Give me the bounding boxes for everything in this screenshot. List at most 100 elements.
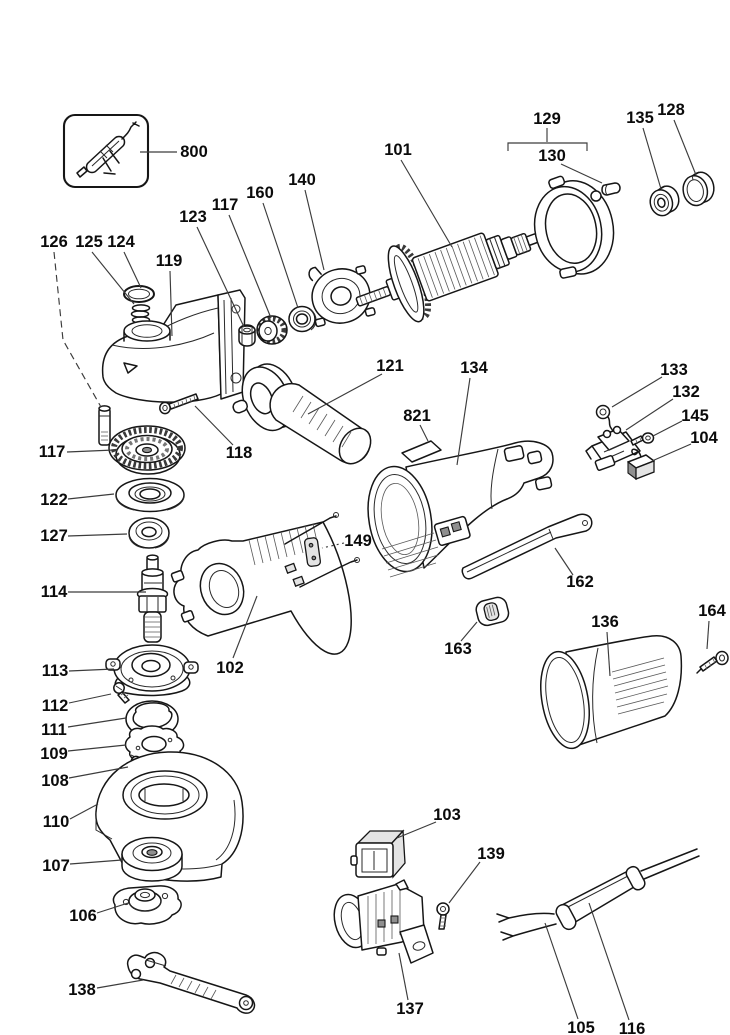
part-number-113-32: 113 xyxy=(42,662,69,680)
field-coil-drawing-geom-158 xyxy=(292,575,305,587)
part-number-119-4: 119 xyxy=(156,252,183,270)
flange-122-drawing-geom-196 xyxy=(134,486,166,502)
bearing-housing-drawing-geom-222 xyxy=(183,661,199,674)
leader-line-113-32 xyxy=(68,668,115,672)
armature-drawing-geom-63 xyxy=(359,287,387,306)
switch-housing-drawing-geom-291 xyxy=(377,919,386,928)
part-number-160-7: 160 xyxy=(246,184,274,202)
lock-lever-drawing-geom-149 xyxy=(466,528,554,573)
lubricant-applicator-drawing-geom-3 xyxy=(85,135,126,174)
leader-line-117-6 xyxy=(228,214,272,319)
cord-protector-drawing-geom-303-geom-304 xyxy=(555,903,577,931)
part-number-124-3: 124 xyxy=(107,233,135,251)
gear-case-drawing xyxy=(101,289,246,403)
part-number-821-16: 821 xyxy=(403,407,431,425)
motor-housing-drawing xyxy=(367,440,554,578)
leader-line-130-11 xyxy=(560,163,603,184)
part-number-132-18: 132 xyxy=(672,383,700,401)
screw-118-drawing-geom-37 xyxy=(173,395,196,409)
screw-164-drawing xyxy=(696,650,729,674)
part-number-800-0: 800 xyxy=(180,143,208,161)
end-cap-drawing-geom-177 xyxy=(611,657,669,715)
part-number-139-42: 139 xyxy=(477,845,505,863)
leader-line-163-29 xyxy=(460,621,478,642)
brush-spring-drawing-geom-126 xyxy=(599,408,607,416)
fan-baffle-drawing-geom-55 xyxy=(321,277,361,315)
callout-bracket-129 xyxy=(507,142,588,151)
clamp-nut-drawing xyxy=(112,885,182,925)
lock-lever-drawing-geom-147 xyxy=(461,513,593,580)
lubricant-applicator-drawing-geom-4 xyxy=(91,140,120,167)
motor-housing-drawing-geom-119-geom-121 xyxy=(439,526,451,538)
screw-164-drawing-geom-179 xyxy=(715,650,729,666)
part-number-110-37: 110 xyxy=(43,813,70,831)
leader-line-125-2 xyxy=(91,251,135,305)
wrench-drawing-geom-269 xyxy=(130,968,142,980)
spindle-drawing xyxy=(136,554,169,643)
label-plate-drawing xyxy=(401,440,442,463)
screw-118-drawing-geom-36 xyxy=(168,393,199,410)
side-handle-drawing-geom-100-geom-104 xyxy=(232,399,248,414)
screw-118-drawing-geom-35 xyxy=(162,404,168,412)
wrench-drawing-geom-271 xyxy=(243,1000,249,1006)
clamp-nut-drawing-geom-264 xyxy=(140,891,150,899)
field-coil-drawing-geom-154 xyxy=(170,570,185,583)
field-coil-drawing-geom-162 xyxy=(354,557,360,563)
wheel-guard-drawing-geom-249 xyxy=(130,775,200,815)
screw-139-drawing-geom-285 xyxy=(440,917,446,927)
part-number-145-19: 145 xyxy=(681,407,709,425)
part-number-130-11: 130 xyxy=(538,147,566,165)
leader-line-126-1 xyxy=(53,251,102,408)
bevel-gear-drawing-geom-191 xyxy=(141,446,153,454)
screw-112-drawing xyxy=(113,682,130,704)
pin-drawing-geom-20 xyxy=(101,431,108,441)
end-cap-drawing-geom-173-geom-174 xyxy=(540,650,590,750)
part-number-114-25: 114 xyxy=(41,583,68,601)
spindle-drawing-geom-213 xyxy=(145,616,160,638)
switch-housing-drawing-geom-295 xyxy=(376,947,387,956)
part-number-118-22: 118 xyxy=(226,444,253,462)
switch-housing-drawing-geom-293 xyxy=(399,924,434,964)
motor-housing-drawing-geom-111-geom-113 xyxy=(373,473,427,565)
leader-line-133-17 xyxy=(611,376,663,408)
nut-123-drawing-geom-42 xyxy=(241,328,253,344)
motor-housing-drawing-geom-119-geom-120 xyxy=(433,515,471,546)
wrench-drawing-geom-270 xyxy=(238,995,254,1011)
motor-housing-drawing-geom-123 xyxy=(490,448,499,510)
leader-line-128-13 xyxy=(673,119,697,176)
sleeve-130-drawing xyxy=(601,182,621,196)
armature-drawing-geom-71 xyxy=(489,236,506,268)
keyed-plate-drawing-geom-238 xyxy=(167,737,173,743)
leader-line-145-19 xyxy=(652,420,683,437)
leader-line-162-28 xyxy=(554,547,574,576)
bearing-housing-drawing-geom-225 xyxy=(170,675,176,681)
wrench-drawing xyxy=(126,951,256,1014)
cord-protector-drawing-geom-302 xyxy=(640,848,700,880)
part-number-105-44: 105 xyxy=(567,1019,595,1035)
brush-holder-drawing-geom-132 xyxy=(612,425,622,435)
part-number-102-26: 102 xyxy=(216,659,244,677)
screw-145-drawing-geom-137 xyxy=(641,432,655,444)
bevel-gear-drawing-geom-186 xyxy=(111,427,183,469)
bearing-retainer-drawing xyxy=(533,175,615,279)
end-cap-drawing-geom-176 xyxy=(592,647,599,744)
bevel-gear-drawing-geom-189 xyxy=(125,437,169,461)
retaining-ring-128-drawing xyxy=(682,171,715,207)
leader-line-118-22 xyxy=(194,405,234,446)
bearing-127-drawing-geom-202 xyxy=(141,526,157,538)
pin-drawing xyxy=(98,405,111,446)
leader-line-110-37 xyxy=(69,803,99,820)
bearing-160-drawing-geom-50 xyxy=(293,310,311,328)
gear-case-drawing-geom-28 xyxy=(123,320,171,342)
pinion-gear-drawing-geom-45 xyxy=(256,315,288,345)
spindle-drawing-geom-207 xyxy=(141,568,164,577)
pinion-gear-drawing-geom-46 xyxy=(258,320,278,342)
leader-line-164-31 xyxy=(706,620,710,650)
lubricant-applicator-drawing-geom-7 xyxy=(76,166,88,178)
bevel-gear-drawing-geom-187 xyxy=(108,425,186,471)
part-number-108-36: 108 xyxy=(41,772,69,790)
gear-case-drawing-geom-30 xyxy=(123,331,171,342)
armature-drawing-geom-67 xyxy=(393,255,419,313)
part-number-129-10: 129 xyxy=(533,110,561,128)
armature-drawing-geom-74 xyxy=(513,234,528,255)
